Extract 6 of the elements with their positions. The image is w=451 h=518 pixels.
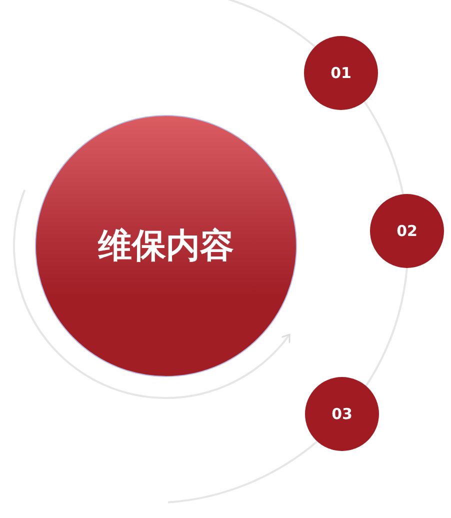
number-label: 02 — [396, 222, 418, 240]
number-label: 01 — [330, 64, 352, 82]
title-text: 维保内容 — [98, 225, 234, 268]
number-label: 03 — [332, 405, 352, 423]
connector-arc — [364, 100, 404, 195]
connector-arc — [365, 268, 408, 386]
